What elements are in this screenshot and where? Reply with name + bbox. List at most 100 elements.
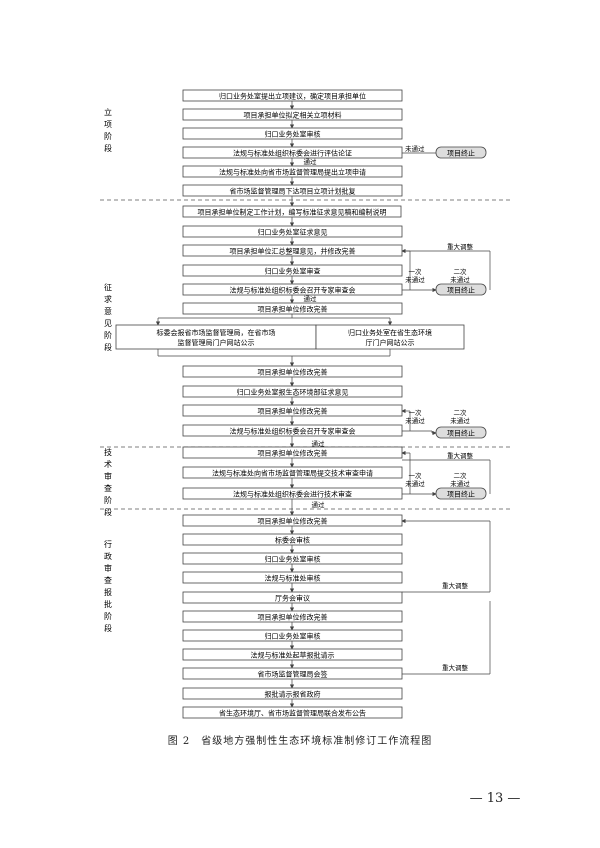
step-box xyxy=(182,571,403,584)
step-box xyxy=(182,667,403,680)
fail-label: 未通过 xyxy=(405,479,425,488)
phase-label-char: 查 xyxy=(104,483,112,493)
terminate-label: 项目终止 xyxy=(447,149,475,158)
step-box xyxy=(182,365,403,378)
fail-once-label: 一次 xyxy=(409,471,423,480)
terminate-box xyxy=(435,283,487,296)
fail-label: 未通过 xyxy=(450,275,470,284)
step-label: 省市场监督管理局下达项目立项计划批复 xyxy=(230,187,356,196)
major-label: 重大调整 xyxy=(447,242,474,251)
step-box xyxy=(182,225,403,238)
step-label: 归口业务处室报生态环境部征求意见 xyxy=(237,388,349,397)
fail-label: 未通过 xyxy=(405,275,425,284)
step-label: 项目承担单位拟定相关立项材料 xyxy=(244,111,342,120)
step-label: 法规与标准处组织标委会进行评估论证 xyxy=(233,149,352,158)
step-box xyxy=(182,404,403,417)
step-label: 厅门户网站公示 xyxy=(366,338,415,347)
step-label: 法规与标准处向省市场监督管理局提交技术审查申请 xyxy=(212,469,373,478)
fail-label: 未通过 xyxy=(405,416,425,425)
step-box xyxy=(182,146,403,159)
fail-twice-label: 二次 xyxy=(454,408,468,417)
phase-label-char: 段 xyxy=(104,507,112,517)
phase-label-char: 段 xyxy=(104,342,112,352)
fail-twice-label: 二次 xyxy=(454,267,468,276)
terminate-label: 项目终止 xyxy=(447,490,475,499)
phase-label-char: 段 xyxy=(104,143,112,153)
phase-label-char: 段 xyxy=(104,623,112,633)
step-box xyxy=(182,385,403,398)
step-label: 省生态环境厅、省市场监督管理局联合发布公告 xyxy=(219,709,366,718)
fail-once-label: 一次 xyxy=(409,267,423,276)
step-label: 厅务会审议 xyxy=(275,594,310,603)
major-label: 重大调整 xyxy=(442,663,469,672)
step-box xyxy=(182,706,403,719)
phase-label-char: 审 xyxy=(104,563,112,573)
fail-twice-label: 二次 xyxy=(454,471,468,480)
terminate-label: 项目终止 xyxy=(447,429,475,438)
step-label: 归口业务处室审核 xyxy=(265,555,321,564)
step-box xyxy=(182,610,403,623)
pass-label: 通过 xyxy=(304,294,318,303)
figure-caption: 图 2 省级地方强制性生态环境标准制修订工作流程图 xyxy=(167,736,433,747)
phase-label-char: 征 xyxy=(104,282,112,292)
step-label: 归口业务处室提出立项建议，确定项目承担单位 xyxy=(219,92,366,101)
step-box xyxy=(182,244,403,257)
fail-label: 未通过 xyxy=(450,416,470,425)
step-box xyxy=(182,108,403,121)
step-box xyxy=(182,552,403,565)
step-box xyxy=(182,205,402,218)
step-label: 法规与标准处向省市场监督管理局提出立项申请 xyxy=(219,168,366,177)
pass-label: 通过 xyxy=(304,157,318,166)
fail-once-label: 一次 xyxy=(409,408,423,417)
step-box xyxy=(182,264,403,277)
step-box xyxy=(182,283,403,296)
step-label: 归口业务处室征求意见 xyxy=(258,228,328,237)
step-box xyxy=(182,165,403,178)
step-box xyxy=(182,629,403,642)
page-number: — 13 — xyxy=(469,791,521,806)
terminate-box xyxy=(435,146,487,159)
phase-label-char: 技 xyxy=(104,447,112,457)
step-label: 标委会审核 xyxy=(275,536,310,545)
step-label: 归口业务处室审查 xyxy=(265,267,321,276)
step-label: 项目承担单位制定工作计划，编写标准征求意见稿和编制说明 xyxy=(198,208,387,217)
phase-label-char: 政 xyxy=(104,551,112,561)
phase-label-char: 求 xyxy=(104,294,112,304)
step-box xyxy=(182,591,403,604)
step-box xyxy=(182,89,403,102)
step-box xyxy=(182,424,403,437)
terminate-box xyxy=(435,487,487,500)
phase-label-char: 行 xyxy=(104,539,112,549)
step-label: 项目承担单位修改完善 xyxy=(258,368,328,377)
terminate-box xyxy=(435,426,487,439)
step-box xyxy=(182,302,403,315)
phase-label-char: 批 xyxy=(104,599,112,609)
step-label: 法规与标准处组织标委会进行技术审查 xyxy=(233,490,352,499)
step-label: 归口业务处室在省生态环境 xyxy=(348,328,432,337)
step-box xyxy=(182,487,403,500)
step-label: 报批请示报省政府 xyxy=(265,690,321,699)
phase-label-char: 阶 xyxy=(104,330,112,340)
step-box xyxy=(182,466,403,479)
step-label: 项目承担单位修改完善 xyxy=(258,407,328,416)
step-label: 省市场监督管理局会签 xyxy=(258,670,328,679)
phase-label-char: 阶 xyxy=(104,495,112,505)
step-label: 项目承担单位修改完善 xyxy=(258,613,328,622)
step-box xyxy=(182,514,403,527)
step-box xyxy=(182,687,403,700)
step-box xyxy=(315,324,465,350)
step-label: 项目承担单位汇总整理意见，并修改完善 xyxy=(230,247,356,256)
pass-label: 通过 xyxy=(312,500,326,509)
step-box xyxy=(182,446,403,459)
step-label: 项目承担单位修改完善 xyxy=(258,305,328,314)
phase-label-char: 阶 xyxy=(104,131,112,141)
step-box xyxy=(182,184,403,197)
phase-label-char: 报 xyxy=(104,587,112,597)
fail-label: 未通过 xyxy=(405,144,425,153)
major-label: 重大调整 xyxy=(447,451,474,460)
step-box xyxy=(182,648,403,661)
step-label: 法规与标准处组织标委会召开专家审查会 xyxy=(230,286,356,295)
phase-label-char: 意 xyxy=(104,306,112,316)
phase-label-char: 见 xyxy=(104,319,112,328)
